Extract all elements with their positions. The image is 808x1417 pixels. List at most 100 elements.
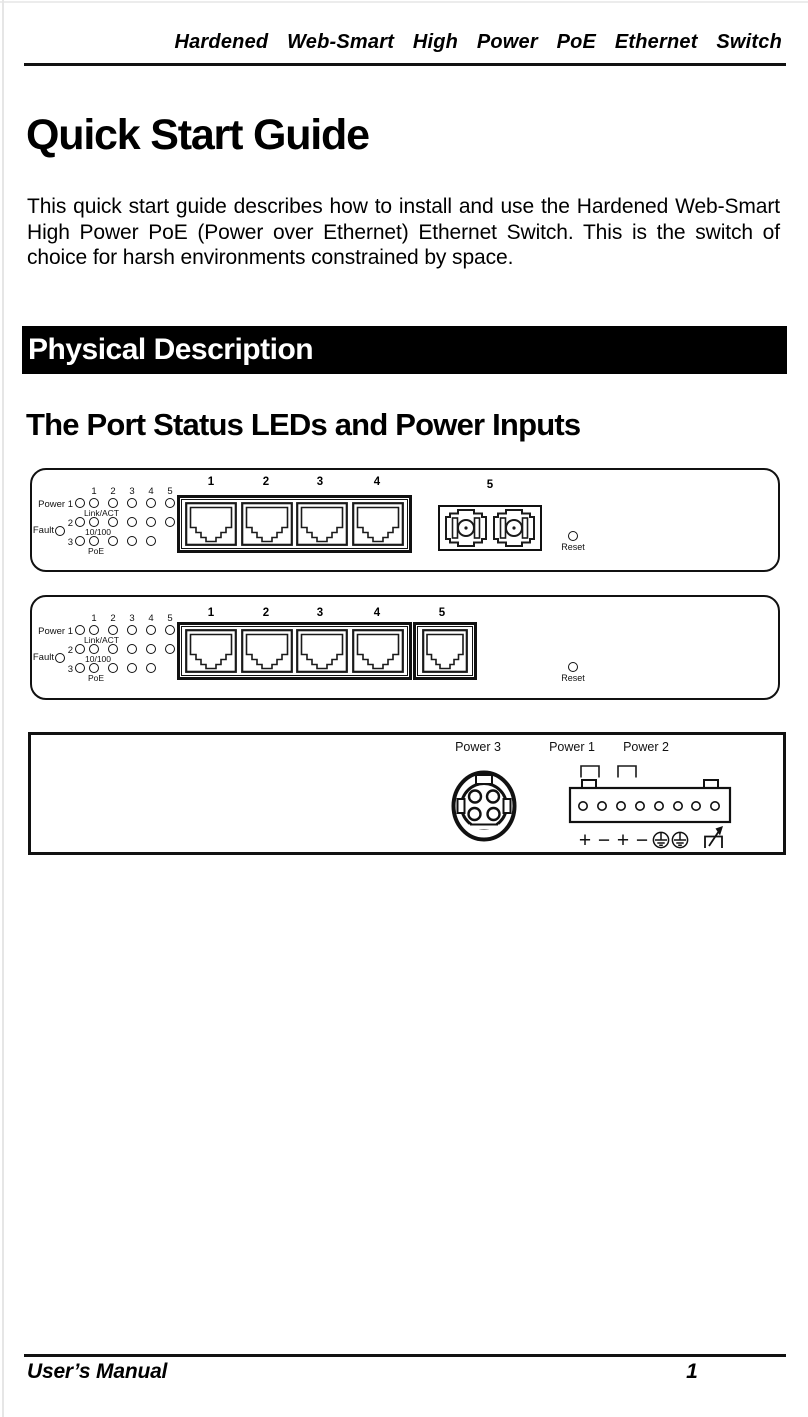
rj45-port5-box <box>413 622 477 680</box>
link-act-led <box>108 625 118 635</box>
reset-label: Reset <box>561 673 585 683</box>
speed-led <box>127 517 137 527</box>
port-number: 4 <box>373 607 381 619</box>
link-act-led <box>89 625 99 635</box>
led-column-number: 5 <box>167 486 173 497</box>
power2-led-label: 2 <box>67 645 73 656</box>
rj45-port-group-inner <box>181 499 408 549</box>
poe-led <box>108 536 118 546</box>
reset-button <box>568 662 578 672</box>
led-column-number: 5 <box>167 613 173 624</box>
poe-led <box>127 663 137 673</box>
front-panel-copper-diagram: 1 2 3 4 5 Power 1 Link/ACT 2 10/100 Faul… <box>30 595 780 700</box>
poe-row-label: PoE <box>88 673 105 683</box>
led-column-number: 2 <box>110 613 116 624</box>
sc-fiber-connector-icon <box>445 509 488 547</box>
port-number: 1 <box>207 476 215 488</box>
led-column-number: 4 <box>148 613 154 624</box>
intro-paragraph: This quick start guide describes how to … <box>27 195 780 270</box>
power1-led <box>75 498 85 508</box>
port-number: 4 <box>373 476 381 488</box>
fault-led-label: Fault <box>32 652 54 663</box>
polarity-minus-label: − <box>636 829 648 852</box>
rj45-port-group <box>177 495 412 553</box>
rj45-port-icon <box>422 629 468 673</box>
led-column-number: 1 <box>91 613 97 624</box>
speed-led <box>108 517 118 527</box>
power-led-label: Power 1 <box>38 499 73 510</box>
led-column-number: 3 <box>129 613 135 624</box>
earth-ground-icon <box>652 831 670 849</box>
sc-fiber-connector-icon <box>492 509 535 547</box>
speed-led <box>108 644 118 654</box>
port-number: 2 <box>262 476 270 488</box>
led-column-number: 3 <box>129 486 135 497</box>
power3-led <box>75 663 85 673</box>
led-column-number: 2 <box>110 486 116 497</box>
port-number: 3 <box>316 476 324 488</box>
link-act-led <box>146 625 156 635</box>
speed-led <box>165 644 175 654</box>
front-panel-fiber-diagram: 1 2 3 4 5 Power 1 Link/ACT 2 10/100 Faul… <box>30 468 780 572</box>
rj45-port-group <box>177 622 412 680</box>
speed-led <box>146 517 156 527</box>
footer-page-number: 1 <box>686 1360 698 1383</box>
speed-row-label: 10/100 <box>85 527 111 537</box>
running-header: Hardened Web-Smart High Power PoE Ethern… <box>174 31 782 53</box>
reset-label: Reset <box>561 542 585 552</box>
polarity-minus-label: − <box>598 829 610 852</box>
din-power-connector-icon <box>451 770 517 842</box>
page-edge-top <box>0 1 808 3</box>
speed-row-label: 10/100 <box>85 654 111 664</box>
power1-bracket-icon <box>580 765 600 778</box>
poe-led <box>89 536 99 546</box>
rj45-port-icon <box>351 629 404 673</box>
power3-led-label: 3 <box>67 664 73 675</box>
header-rule <box>24 63 786 66</box>
power3-input-label: Power 3 <box>455 740 501 754</box>
polarity-plus-label: + <box>579 829 591 852</box>
poe-led <box>89 663 99 673</box>
rj45-port5-inner <box>417 626 473 676</box>
sc-fiber-duplex-port <box>438 505 542 551</box>
port-number: 5 <box>438 607 446 619</box>
terminal-block-icon: + − + − <box>568 779 732 852</box>
led-column-number: 1 <box>91 486 97 497</box>
power2-led <box>75 517 85 527</box>
link-act-led <box>165 625 175 635</box>
rj45-port-icon <box>351 502 404 546</box>
section-banner: Physical Description <box>22 326 787 374</box>
rj45-port-icon <box>240 502 293 546</box>
port-number: 1 <box>207 607 215 619</box>
rj45-port-group-inner <box>181 626 408 676</box>
power2-bracket-icon <box>617 765 637 778</box>
port-number: 2 <box>262 607 270 619</box>
rj45-port-icon <box>240 629 293 673</box>
speed-led <box>89 644 99 654</box>
poe-row-label: PoE <box>88 546 105 556</box>
footer-document-name: User’s Manual <box>27 1360 168 1383</box>
link-act-led <box>146 498 156 508</box>
speed-led <box>89 517 99 527</box>
link-act-led <box>165 498 175 508</box>
power3-led-label: 3 <box>67 537 73 548</box>
link-act-led <box>127 498 137 508</box>
link-act-row-label: Link/ACT <box>84 508 119 518</box>
power2-input-label: Power 2 <box>623 740 669 754</box>
subsection-title: The Port Status LEDs and Power Inputs <box>26 407 581 442</box>
speed-led <box>127 644 137 654</box>
rj45-port-icon <box>296 629 349 673</box>
fault-relay-icon <box>704 826 723 848</box>
power-led-label: Power 1 <box>38 626 73 637</box>
fault-led-label: Fault <box>32 525 54 536</box>
led-column-number: 4 <box>148 486 154 497</box>
poe-led <box>146 663 156 673</box>
link-act-led <box>89 498 99 508</box>
fiber-port-number: 5 <box>486 479 494 491</box>
earth-ground-icon <box>671 831 689 849</box>
reset-button <box>568 531 578 541</box>
power3-led <box>75 536 85 546</box>
port-number: 3 <box>316 607 324 619</box>
power1-input-label: Power 1 <box>549 740 595 754</box>
